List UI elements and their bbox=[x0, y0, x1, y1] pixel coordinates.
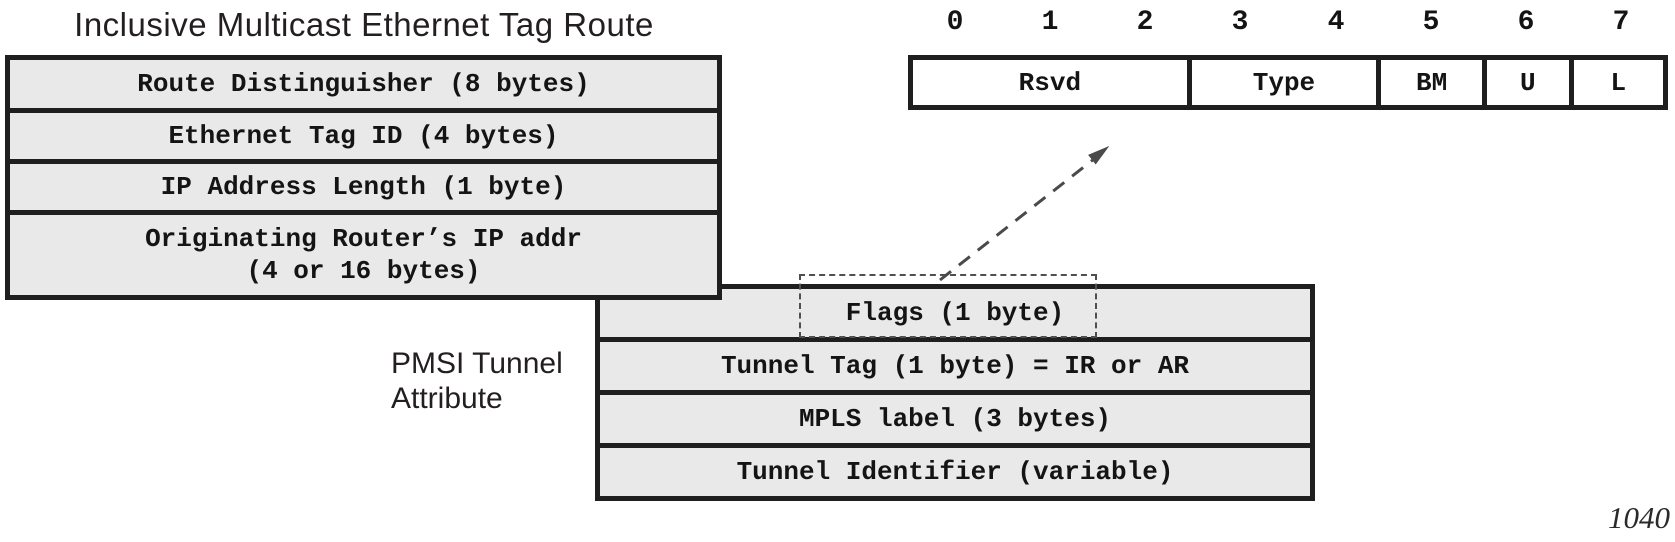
pmsi-tunnel-attribute-label: PMSI Tunnel Attribute bbox=[391, 347, 563, 416]
field-mpls-label: MPLS label (3 bytes) bbox=[600, 395, 1310, 448]
bitfield-cell-bm: BM bbox=[1376, 60, 1482, 105]
bit-number-1: 1 bbox=[1041, 7, 1059, 38]
field-route-distinguisher: Route Distinguisher (8 bytes) bbox=[10, 60, 717, 113]
bit-number-7: 7 bbox=[1612, 7, 1630, 38]
flags-highlight-rect bbox=[799, 274, 1097, 338]
bitfield-cell-u: U bbox=[1482, 60, 1569, 105]
flags-bitfield-box: Rsvd Type BM U L bbox=[908, 55, 1668, 110]
bitfield-cell-l: L bbox=[1568, 60, 1663, 105]
bit-number-3: 3 bbox=[1231, 7, 1249, 38]
bitfield-cell-rsvd: Rsvd bbox=[1018, 67, 1082, 98]
bit-number-0: 0 bbox=[946, 7, 964, 38]
inclusive-multicast-route-box: Route Distinguisher (8 bytes) Ethernet T… bbox=[5, 55, 722, 300]
bit-number-5: 5 bbox=[1422, 7, 1440, 38]
bit-number-4: 4 bbox=[1327, 7, 1345, 38]
field-tunnel-tag: Tunnel Tag (1 byte) = IR or AR bbox=[600, 342, 1310, 395]
bitfield-cell-type: Type bbox=[1186, 60, 1376, 105]
pmsi-tunnel-attribute-box: Flags (1 byte) Tunnel Tag (1 byte) = IR … bbox=[595, 284, 1315, 501]
route-diagram-title: Inclusive Multicast Ethernet Tag Route bbox=[74, 6, 654, 43]
field-ethernet-tag-id: Ethernet Tag ID (4 bytes) bbox=[10, 113, 717, 164]
field-originating-router-ip: Originating Router’s IP addr (4 or 16 by… bbox=[145, 223, 582, 287]
field-tunnel-identifier: Tunnel Identifier (variable) bbox=[736, 456, 1174, 487]
bit-number-2: 2 bbox=[1136, 7, 1154, 38]
bit-number-6: 6 bbox=[1517, 7, 1535, 38]
page-number: 1040 bbox=[1608, 500, 1670, 535]
field-ip-address-length: IP Address Length (1 byte) bbox=[10, 164, 717, 215]
field-flags: Flags (1 byte) bbox=[600, 289, 1310, 342]
